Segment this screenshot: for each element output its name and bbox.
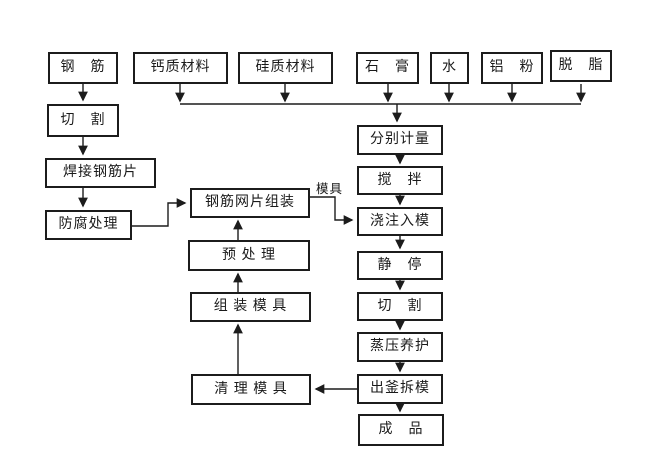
node-demould: 出釜拆模 [357, 374, 443, 404]
node-water: 水 [430, 52, 469, 84]
node-assemble-mould: 组 装 模 具 [190, 292, 311, 322]
node-weld-steel-mesh: 焊接钢筋片 [45, 158, 156, 188]
node-aluminum-powder: 铝 粉 [481, 52, 543, 84]
node-finished-product: 成 品 [358, 414, 444, 446]
mould-annotation: 模具 [316, 182, 344, 196]
node-clean-mould: 清 理 模 具 [191, 374, 311, 405]
node-pour-into-mould: 浇注入模 [357, 207, 443, 236]
node-cutting-left: 切 割 [47, 104, 119, 137]
node-degreasing: 脱 脂 [550, 50, 612, 82]
node-siliceous-material: 硅质材料 [238, 52, 333, 84]
node-steel-bar: 钢 筋 [48, 52, 118, 84]
node-calcium-material: 钙质材料 [133, 52, 228, 84]
node-cutting-right: 切 割 [357, 292, 443, 321]
node-anticorrosion-treatment: 防腐处理 [45, 210, 132, 240]
connector-meshassembly-to-pouring [310, 196, 354, 225]
node-mixing: 搅 拌 [357, 166, 443, 195]
node-gypsum: 石 膏 [356, 52, 419, 84]
connector-anticorrosion-to-meshassembly [132, 198, 187, 227]
node-steel-mesh-assembly: 钢筋网片组装 [190, 188, 310, 218]
node-static-stop: 静 停 [357, 251, 443, 280]
node-pretreatment: 预 处 理 [188, 240, 310, 271]
node-separate-measuring: 分别计量 [357, 125, 443, 155]
node-autoclave-curing: 蒸压养护 [357, 332, 443, 362]
